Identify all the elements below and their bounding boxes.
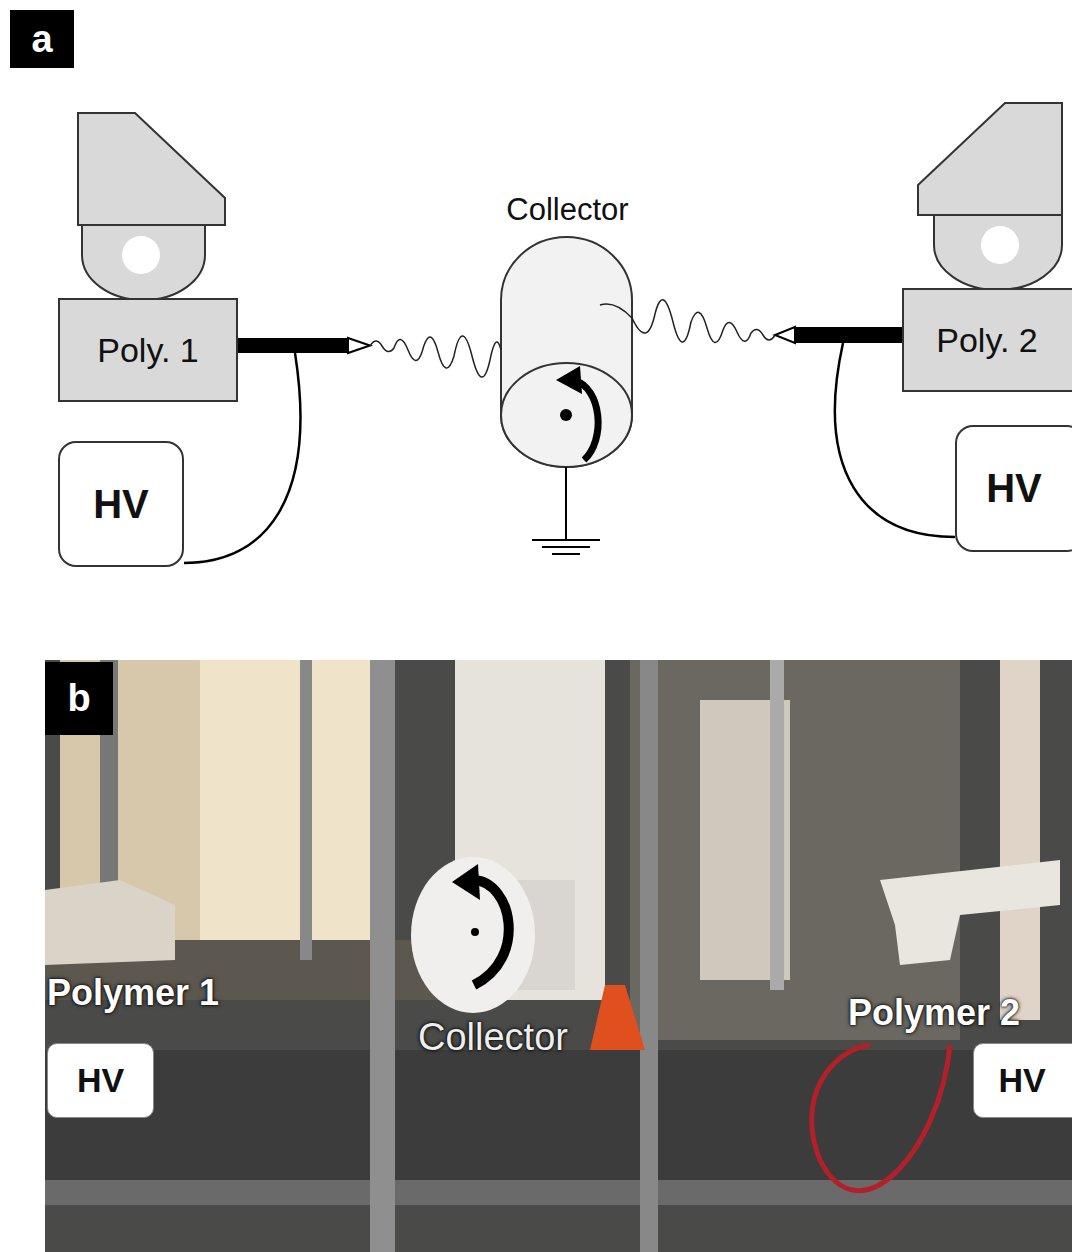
- pump-hood: [78, 113, 225, 225]
- photo-label: Polymer 1: [47, 972, 219, 1014]
- panel-letter: b: [45, 662, 113, 735]
- label-text: Polymer 1: [47, 972, 219, 1013]
- orange-object: [590, 985, 645, 1050]
- drum-body: [501, 237, 632, 467]
- back-wall: [630, 660, 960, 1040]
- photograph: [45, 660, 1072, 1252]
- floor: [45, 1050, 1072, 1180]
- fiber-jet: [600, 300, 775, 343]
- needle: [238, 338, 348, 353]
- label-text: Collector: [418, 1016, 568, 1058]
- pump-dial: [122, 236, 160, 274]
- hv-cable: [812, 1045, 950, 1191]
- frame-post: [370, 660, 395, 1252]
- label-text: Polymer 2: [848, 992, 1020, 1033]
- hv-supply-box: HV: [973, 1043, 1072, 1118]
- panel-letter: a: [10, 10, 74, 68]
- frame-post: [770, 660, 784, 990]
- pump-label-box: Poly. 2: [902, 288, 1072, 392]
- frame-bar: [45, 1180, 1072, 1205]
- photo-ground: [45, 660, 1072, 1252]
- box-text: a: [31, 18, 52, 61]
- hv-supply-box: HV: [47, 1043, 154, 1118]
- drum-axis: [560, 409, 572, 421]
- box-text: Poly. 1: [97, 331, 198, 370]
- pump-right: [880, 860, 1060, 965]
- photo-label: Polymer 2: [848, 992, 1020, 1034]
- box-text: Collector: [506, 192, 628, 228]
- pump-dial: [981, 226, 1019, 264]
- box-text: b: [67, 677, 90, 720]
- collector-drum: [501, 237, 632, 554]
- box-text: HV: [998, 1061, 1045, 1100]
- hv-supply-box: HV: [58, 441, 184, 567]
- pump-pillar: [1000, 660, 1040, 1020]
- rotation-arrowhead: [556, 366, 582, 394]
- ground-wire: [565, 467, 567, 540]
- ground-symbol: [542, 546, 590, 548]
- ground-symbol: [552, 553, 580, 555]
- collector-node: Collector: [495, 192, 640, 472]
- box-text: HV: [93, 482, 149, 527]
- frame-post: [300, 660, 312, 960]
- window-light: [200, 660, 390, 940]
- pump-body: [82, 225, 205, 300]
- collector-face: [411, 857, 535, 1013]
- rotation-arrow: [574, 380, 598, 460]
- pump-hood: [918, 103, 1062, 215]
- box-text: Poly. 2: [936, 321, 1037, 360]
- pump-body: [934, 215, 1062, 290]
- frame-post: [640, 660, 658, 1252]
- fiber-jet: [370, 336, 501, 377]
- pump-label-box: Poly. 1: [58, 298, 238, 402]
- needle-tip: [348, 338, 370, 353]
- needle-tip: [775, 327, 795, 343]
- box-text: HV: [986, 466, 1042, 511]
- box-text: HV: [77, 1061, 124, 1100]
- drum-face: [501, 363, 632, 467]
- pump-left: [45, 880, 175, 965]
- hv-supply-box: HV: [955, 425, 1072, 552]
- needle: [795, 327, 902, 343]
- rotation-arrowhead: [452, 864, 480, 900]
- collector-axis: [471, 928, 479, 936]
- ground-symbol: [532, 539, 600, 541]
- photo-label: Collector: [418, 1016, 568, 1059]
